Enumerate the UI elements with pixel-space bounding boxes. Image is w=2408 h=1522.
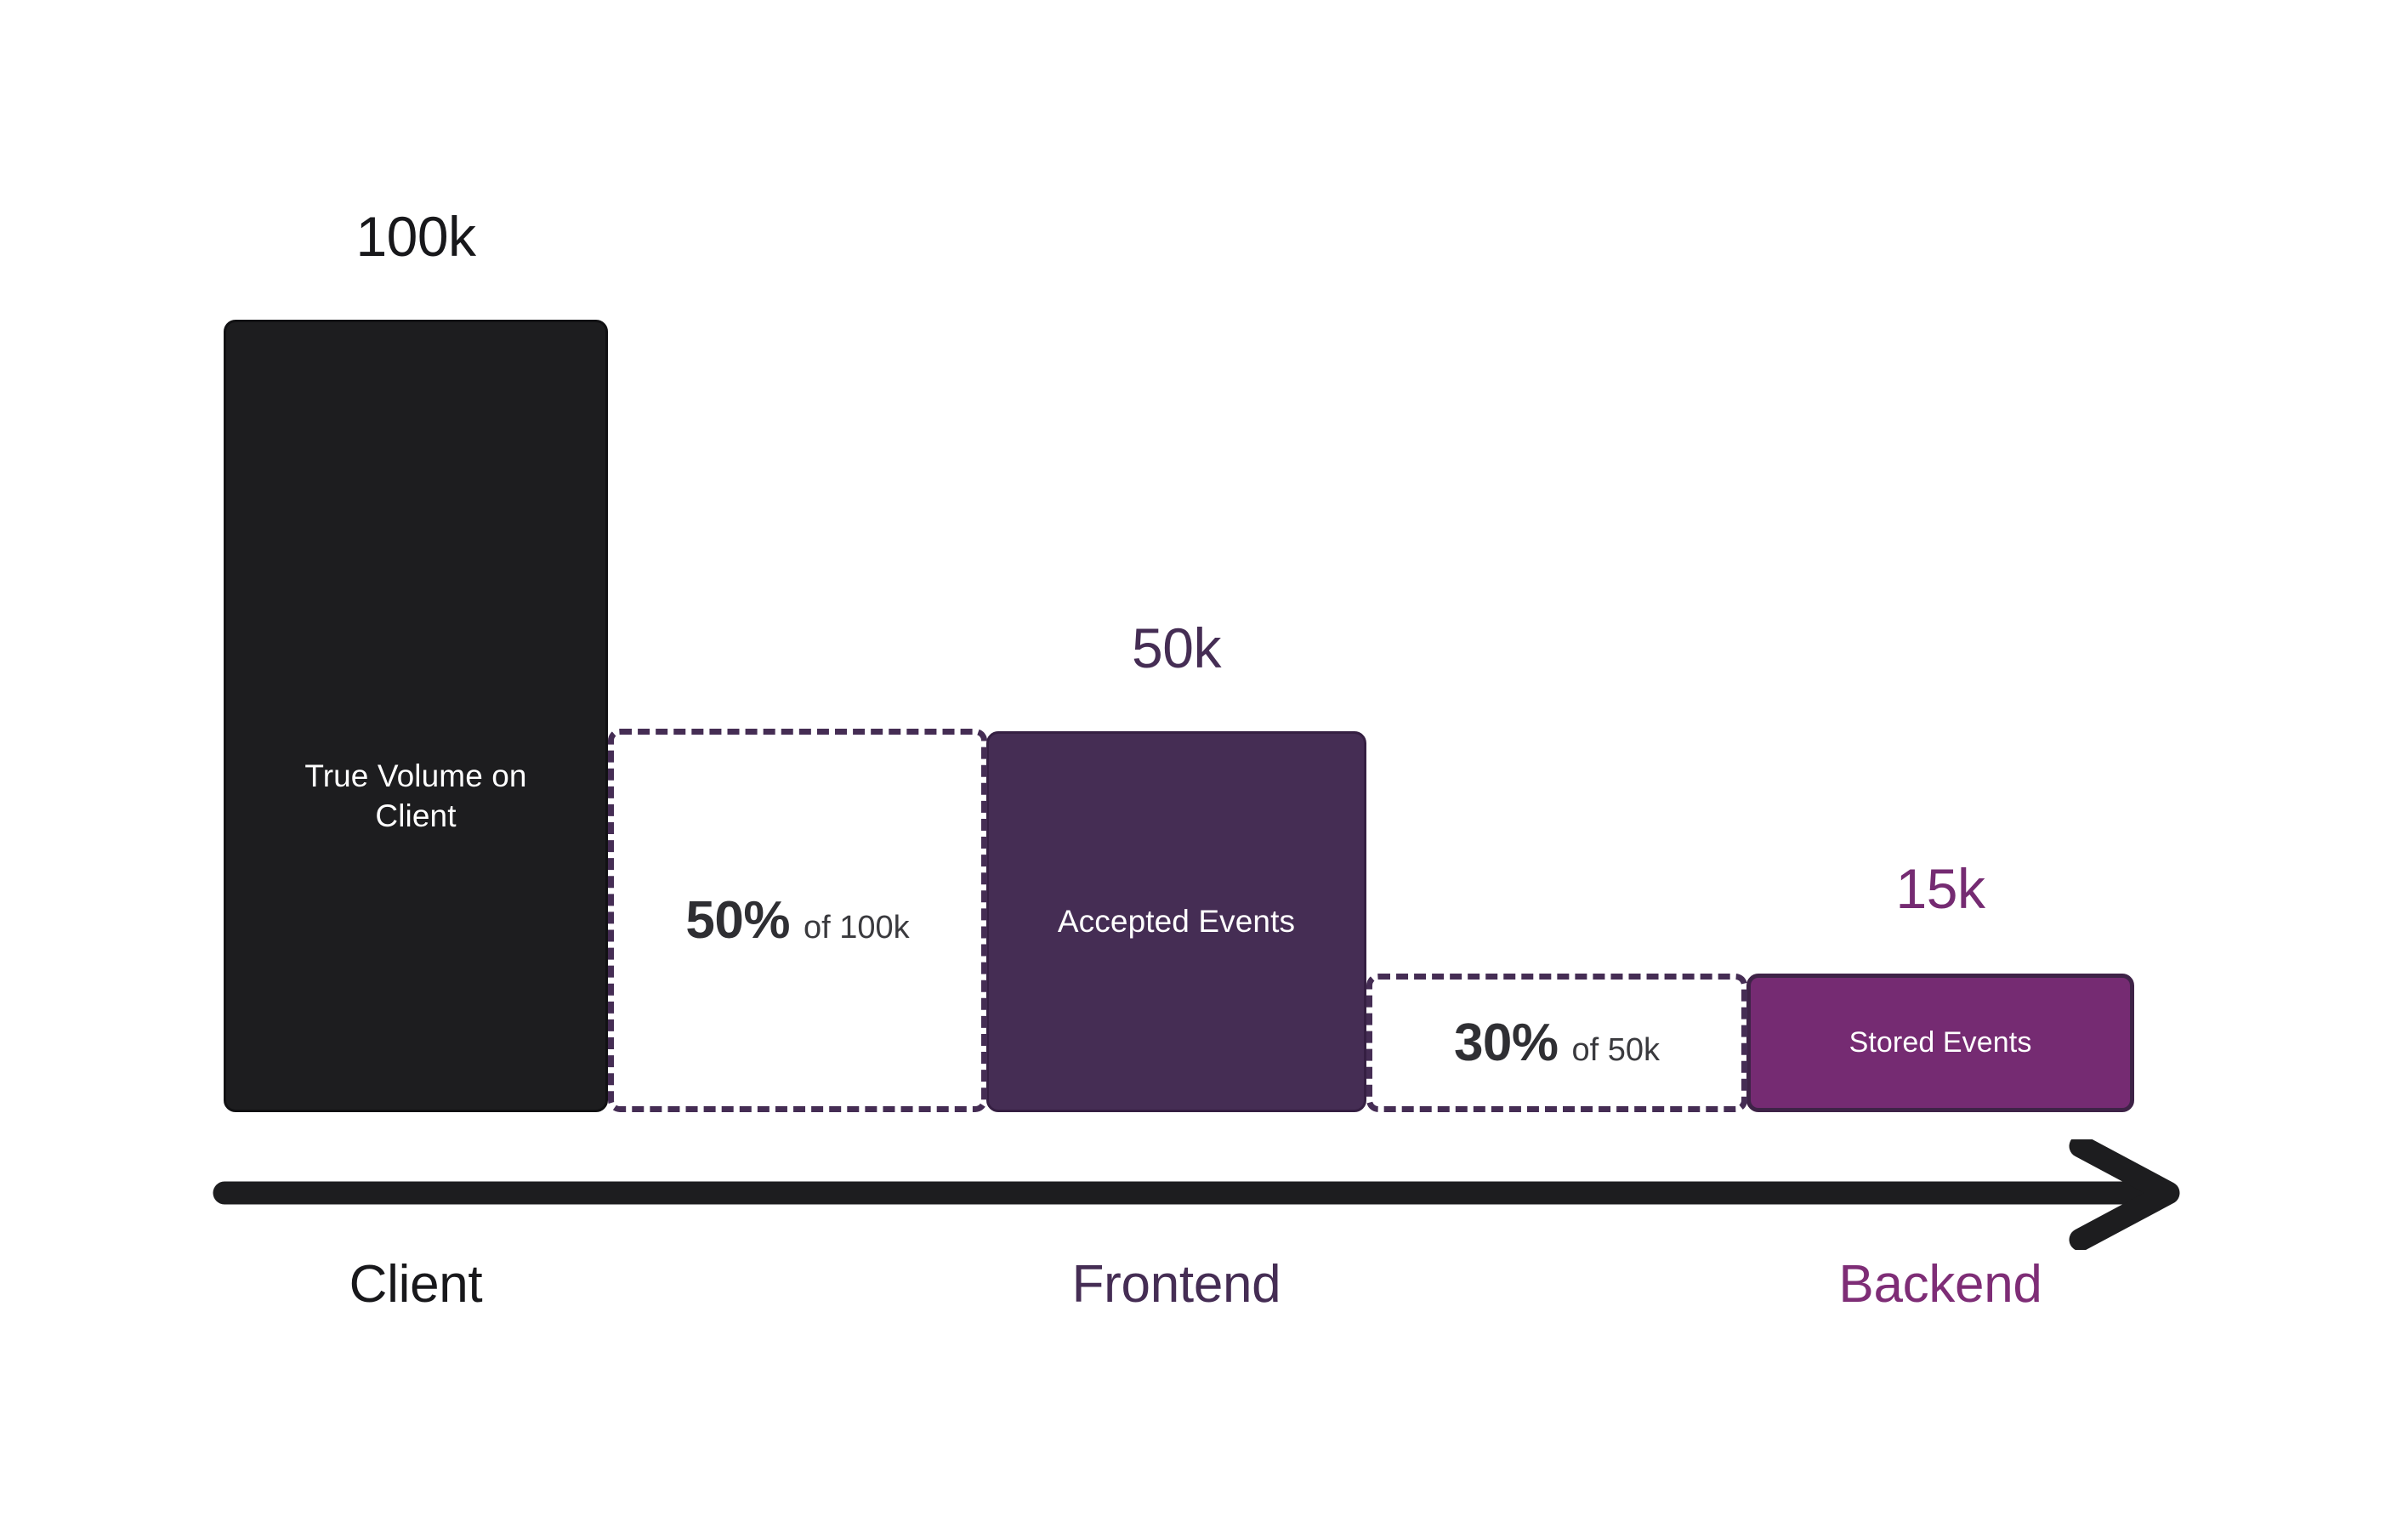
dropoff-percent-first: 50%: [685, 891, 790, 950]
bar-backend: Stored Events: [1746, 974, 2134, 1112]
dropoff-box-frontend-to-backend: 30% of 50k: [1366, 974, 1747, 1112]
stage-label-frontend: Frontend: [1071, 1255, 1281, 1314]
stage-label-client: Client: [349, 1255, 483, 1314]
bar-label-backend: Stored Events: [1849, 1026, 2032, 1059]
value-label-backend: 15k: [1895, 857, 1985, 920]
bar-frontend: Accepted Events: [986, 731, 1366, 1112]
dropoff-text-second: 30% of 50k: [1454, 1013, 1660, 1073]
bar-client: True Volume on Client: [224, 320, 608, 1112]
dropoff-text-first: 50% of 100k: [685, 890, 909, 951]
arrow-right-icon: [213, 1139, 2180, 1250]
bar-label-client: True Volume on Client: [304, 758, 527, 833]
value-label-client: 100k: [355, 205, 476, 268]
dropoff-of-second: of 50k: [1571, 1032, 1661, 1068]
bar-label-frontend: Accepted Events: [1057, 904, 1296, 940]
dropoff-of-first: of 100k: [803, 910, 910, 946]
dropoff-box-client-to-frontend: 50% of 100k: [608, 729, 987, 1112]
stage-label-backend: Backend: [1838, 1255, 2042, 1314]
dropoff-percent-second: 30%: [1453, 1014, 1559, 1072]
value-label-frontend: 50k: [1132, 616, 1221, 679]
